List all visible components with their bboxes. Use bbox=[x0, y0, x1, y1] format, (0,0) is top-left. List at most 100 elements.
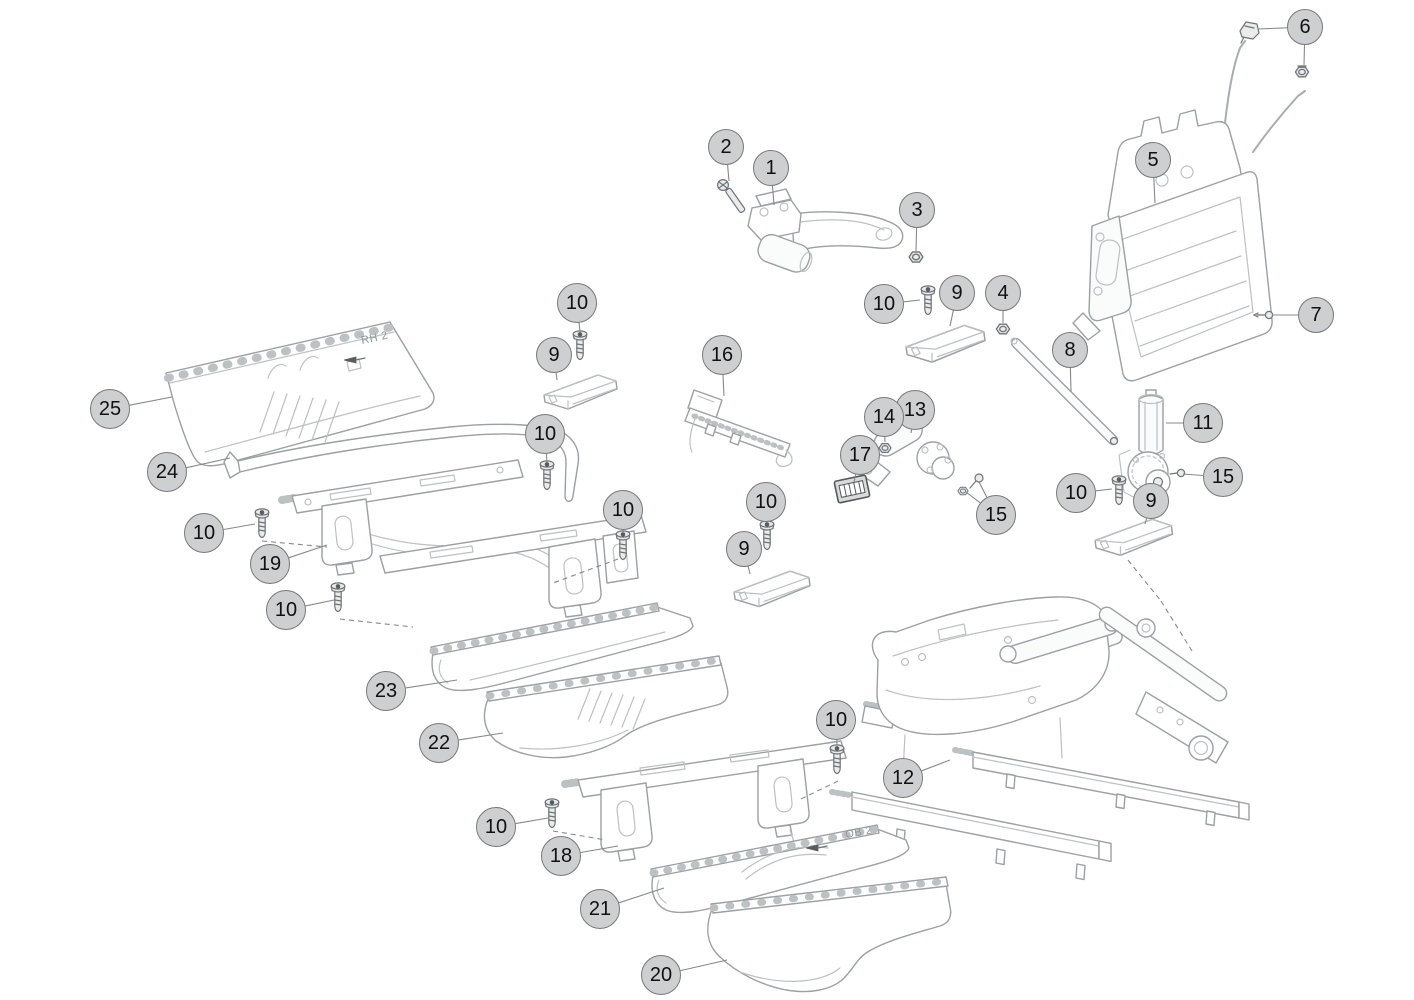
leader-line-2 bbox=[727, 164, 730, 182]
leader-line-19 bbox=[288, 544, 328, 559]
callout-10a[interactable]: 10 bbox=[557, 283, 597, 323]
callout-16[interactable]: 16 bbox=[702, 335, 742, 375]
callout-9d[interactable]: 9 bbox=[939, 275, 975, 311]
callout-7[interactable]: 7 bbox=[1298, 297, 1334, 333]
part-5-seatback-panel bbox=[1072, 40, 1306, 382]
callout-4[interactable]: 4 bbox=[985, 275, 1021, 311]
part-1-recline-motor-arm bbox=[747, 188, 904, 273]
callout-14[interactable]: 14 bbox=[864, 397, 904, 437]
leader-line-10j bbox=[903, 299, 921, 303]
leader-line-15a bbox=[978, 481, 988, 498]
rh-mark: RH 2 bbox=[360, 330, 389, 347]
part-4-nut bbox=[995, 323, 1011, 335]
leader-line-10h bbox=[515, 817, 549, 825]
part-16-track-unit bbox=[684, 389, 793, 467]
leader-line-6 bbox=[1303, 44, 1306, 66]
callout-18[interactable]: 18 bbox=[541, 836, 581, 876]
callout-10h[interactable]: 10 bbox=[476, 807, 516, 847]
leader-line-8 bbox=[1069, 367, 1072, 393]
part-11-height-motor bbox=[1118, 389, 1171, 500]
part-10-screw bbox=[759, 520, 775, 551]
callout-20[interactable]: 20 bbox=[641, 955, 681, 995]
leader-line-16 bbox=[722, 374, 725, 397]
part-23-shroud-trim bbox=[429, 602, 694, 692]
leader-line-12 bbox=[921, 759, 951, 772]
part-8-drive-rod bbox=[1010, 337, 1119, 446]
leader-line-9d bbox=[949, 310, 954, 327]
leader-line-1 bbox=[771, 185, 775, 206]
callout-11[interactable]: 11 bbox=[1183, 403, 1223, 443]
callout-25[interactable]: 25 bbox=[90, 389, 130, 429]
leader-lines bbox=[129, 27, 1306, 972]
callout-10e[interactable]: 10 bbox=[603, 490, 643, 530]
leader-line-10a bbox=[578, 322, 581, 333]
part-10-screw bbox=[920, 285, 936, 316]
leader-line-5 bbox=[1153, 177, 1156, 204]
leader-line-9a bbox=[555, 372, 558, 381]
leader-line-10d bbox=[305, 599, 335, 607]
part-6-clip-and-nut bbox=[1239, 21, 1310, 78]
callout-9c[interactable]: 9 bbox=[1133, 483, 1169, 519]
callout-10b[interactable]: 10 bbox=[525, 414, 565, 454]
callout-10j[interactable]: 10 bbox=[864, 284, 904, 324]
callout-21[interactable]: 21 bbox=[580, 889, 620, 929]
leader-line-20 bbox=[680, 959, 728, 972]
callout-10g[interactable]: 10 bbox=[816, 700, 856, 740]
assembly-dashed-line-6 bbox=[1160, 600, 1193, 652]
part-9-wedge bbox=[733, 570, 811, 608]
part-19-cushion-frame bbox=[278, 459, 647, 618]
leader-line-24 bbox=[186, 457, 231, 469]
leader-line-17 bbox=[853, 474, 857, 483]
part-25-top-trim-panel bbox=[164, 321, 435, 467]
callout-8[interactable]: 8 bbox=[1052, 332, 1088, 368]
leader-line-15b bbox=[1182, 473, 1204, 477]
callout-3[interactable]: 3 bbox=[899, 192, 935, 228]
part-10-screw bbox=[254, 508, 270, 539]
callout-19[interactable]: 19 bbox=[250, 544, 290, 584]
part-7-screw-pin bbox=[1252, 310, 1274, 320]
part-9-wedge bbox=[1094, 518, 1174, 557]
part-10-screw bbox=[572, 330, 588, 361]
assembly-dashed-line-4 bbox=[800, 780, 839, 800]
leader-line-9c bbox=[1144, 518, 1148, 525]
leader-line-22 bbox=[458, 732, 504, 741]
callout-9b[interactable]: 9 bbox=[726, 531, 762, 567]
callout-15b[interactable]: 15 bbox=[1203, 457, 1243, 497]
leader-line-18 bbox=[580, 845, 619, 854]
part-22-finish-panel bbox=[483, 655, 729, 759]
callout-24[interactable]: 24 bbox=[147, 452, 187, 492]
leader-line-10c bbox=[223, 523, 256, 531]
callout-23[interactable]: 23 bbox=[366, 671, 406, 711]
callout-10d[interactable]: 10 bbox=[266, 590, 306, 630]
part-9-wedge bbox=[905, 324, 986, 363]
callout-1[interactable]: 1 bbox=[753, 150, 789, 186]
callout-10i[interactable]: 10 bbox=[1056, 473, 1096, 513]
callout-15a[interactable]: 15 bbox=[976, 495, 1016, 535]
part-18-cushion-frame bbox=[561, 740, 847, 862]
part-14-nut bbox=[878, 443, 892, 453]
callout-17[interactable]: 17 bbox=[840, 435, 880, 475]
callout-10c[interactable]: 10 bbox=[184, 513, 224, 553]
part-markings: RH 2OB 2 bbox=[360, 330, 873, 841]
leader-line-10b bbox=[545, 453, 548, 463]
part-10-screw bbox=[539, 460, 555, 491]
leader-line-3 bbox=[915, 227, 918, 252]
callout-5[interactable]: 5 bbox=[1135, 142, 1171, 178]
assembly-dashed-line-2 bbox=[552, 558, 619, 584]
leader-line-10i bbox=[1095, 488, 1113, 492]
callout-12[interactable]: 12 bbox=[883, 758, 923, 798]
part-2-bolt bbox=[716, 179, 746, 214]
callout-6[interactable]: 6 bbox=[1287, 9, 1323, 45]
assembly-dashed-line-5 bbox=[1127, 559, 1162, 602]
callout-9a[interactable]: 9 bbox=[536, 337, 572, 373]
part-10-screw bbox=[544, 798, 560, 829]
callout-2[interactable]: 2 bbox=[708, 129, 744, 165]
part-17-connector bbox=[833, 474, 871, 504]
callout-22[interactable]: 22 bbox=[419, 723, 459, 763]
part-10-screw bbox=[330, 582, 346, 613]
part-3-nut bbox=[908, 251, 924, 263]
leader-line-15a bbox=[965, 491, 981, 504]
callout-10f[interactable]: 10 bbox=[746, 482, 786, 522]
